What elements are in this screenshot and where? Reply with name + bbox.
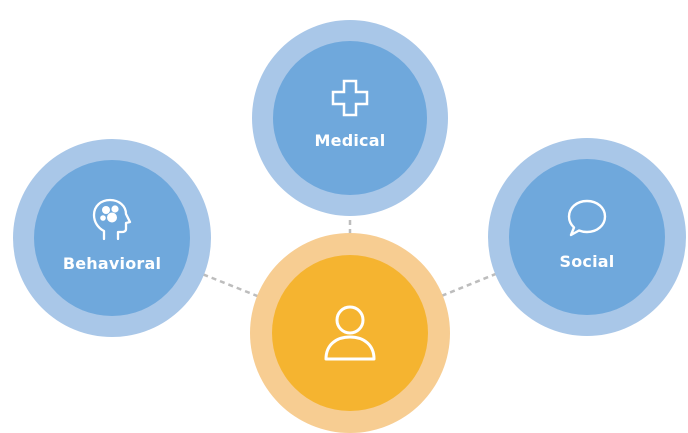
connector-person-behavioral [111, 236, 351, 335]
person-node-inner [272, 255, 428, 411]
speech-bubble-icon [567, 199, 607, 236]
person-node[interactable] [250, 233, 450, 433]
connector-person-social [349, 235, 588, 335]
medical-label: Medical [314, 130, 386, 150]
social-label: Social [559, 251, 615, 271]
medical-node[interactable]: Medical [252, 20, 448, 216]
head-brain-icon [92, 198, 132, 240]
behavioral-label: Behavioral [62, 253, 162, 273]
behavioral-node[interactable]: Behavioral [13, 139, 211, 337]
social-node[interactable]: Social [488, 138, 686, 336]
social-node-inner: Social [509, 159, 665, 315]
person-icon [324, 305, 376, 361]
behavioral-node-inner: Behavioral [34, 160, 190, 316]
medical-cross-icon [331, 79, 369, 116]
medical-node-inner: Medical [273, 41, 427, 195]
